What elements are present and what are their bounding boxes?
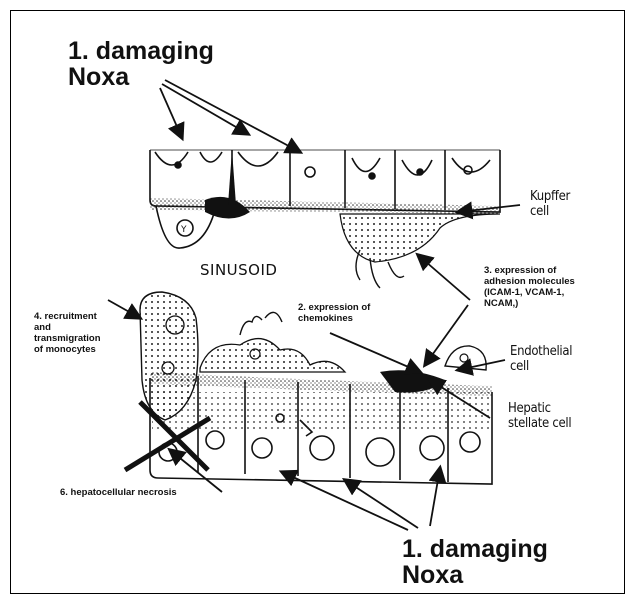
adhesion-molecules-label: 3. expression of adhesion molecules (ICA… xyxy=(484,266,575,310)
hepatocellular-necrosis-label: 6. hepatocellular necrosis xyxy=(60,488,177,499)
blood-cells-cluster xyxy=(200,339,345,372)
recruitment-monocytes-label: 4. recruitment and transmigration of mon… xyxy=(34,312,101,356)
hepatocyte-cytoplasm-granules xyxy=(152,392,492,432)
endothelial-cell-shape xyxy=(445,346,486,370)
endothelial-cell-label: Endothelial cell xyxy=(510,345,572,375)
damaging-noxa-bottom-label: 1. damaging Noxa xyxy=(402,536,548,589)
kupffer-cell-label: Kupffer cell xyxy=(530,190,570,220)
chemokines-label: 2. expression of chemokines xyxy=(298,303,370,325)
svg-text:Y: Y xyxy=(180,225,187,235)
sinusoid-label: SINUSOID xyxy=(200,262,277,279)
damaging-noxa-top-label: 1. damaging Noxa xyxy=(68,38,214,91)
kupffer-cell-shape xyxy=(340,214,500,262)
upper-stellate-cell xyxy=(205,197,250,219)
upper-endothelial-lining xyxy=(150,198,500,214)
upper-hepatocyte-plate: Y xyxy=(150,150,500,248)
hepatic-stellate-cell-label: Hepatic stellate cell xyxy=(508,402,571,432)
